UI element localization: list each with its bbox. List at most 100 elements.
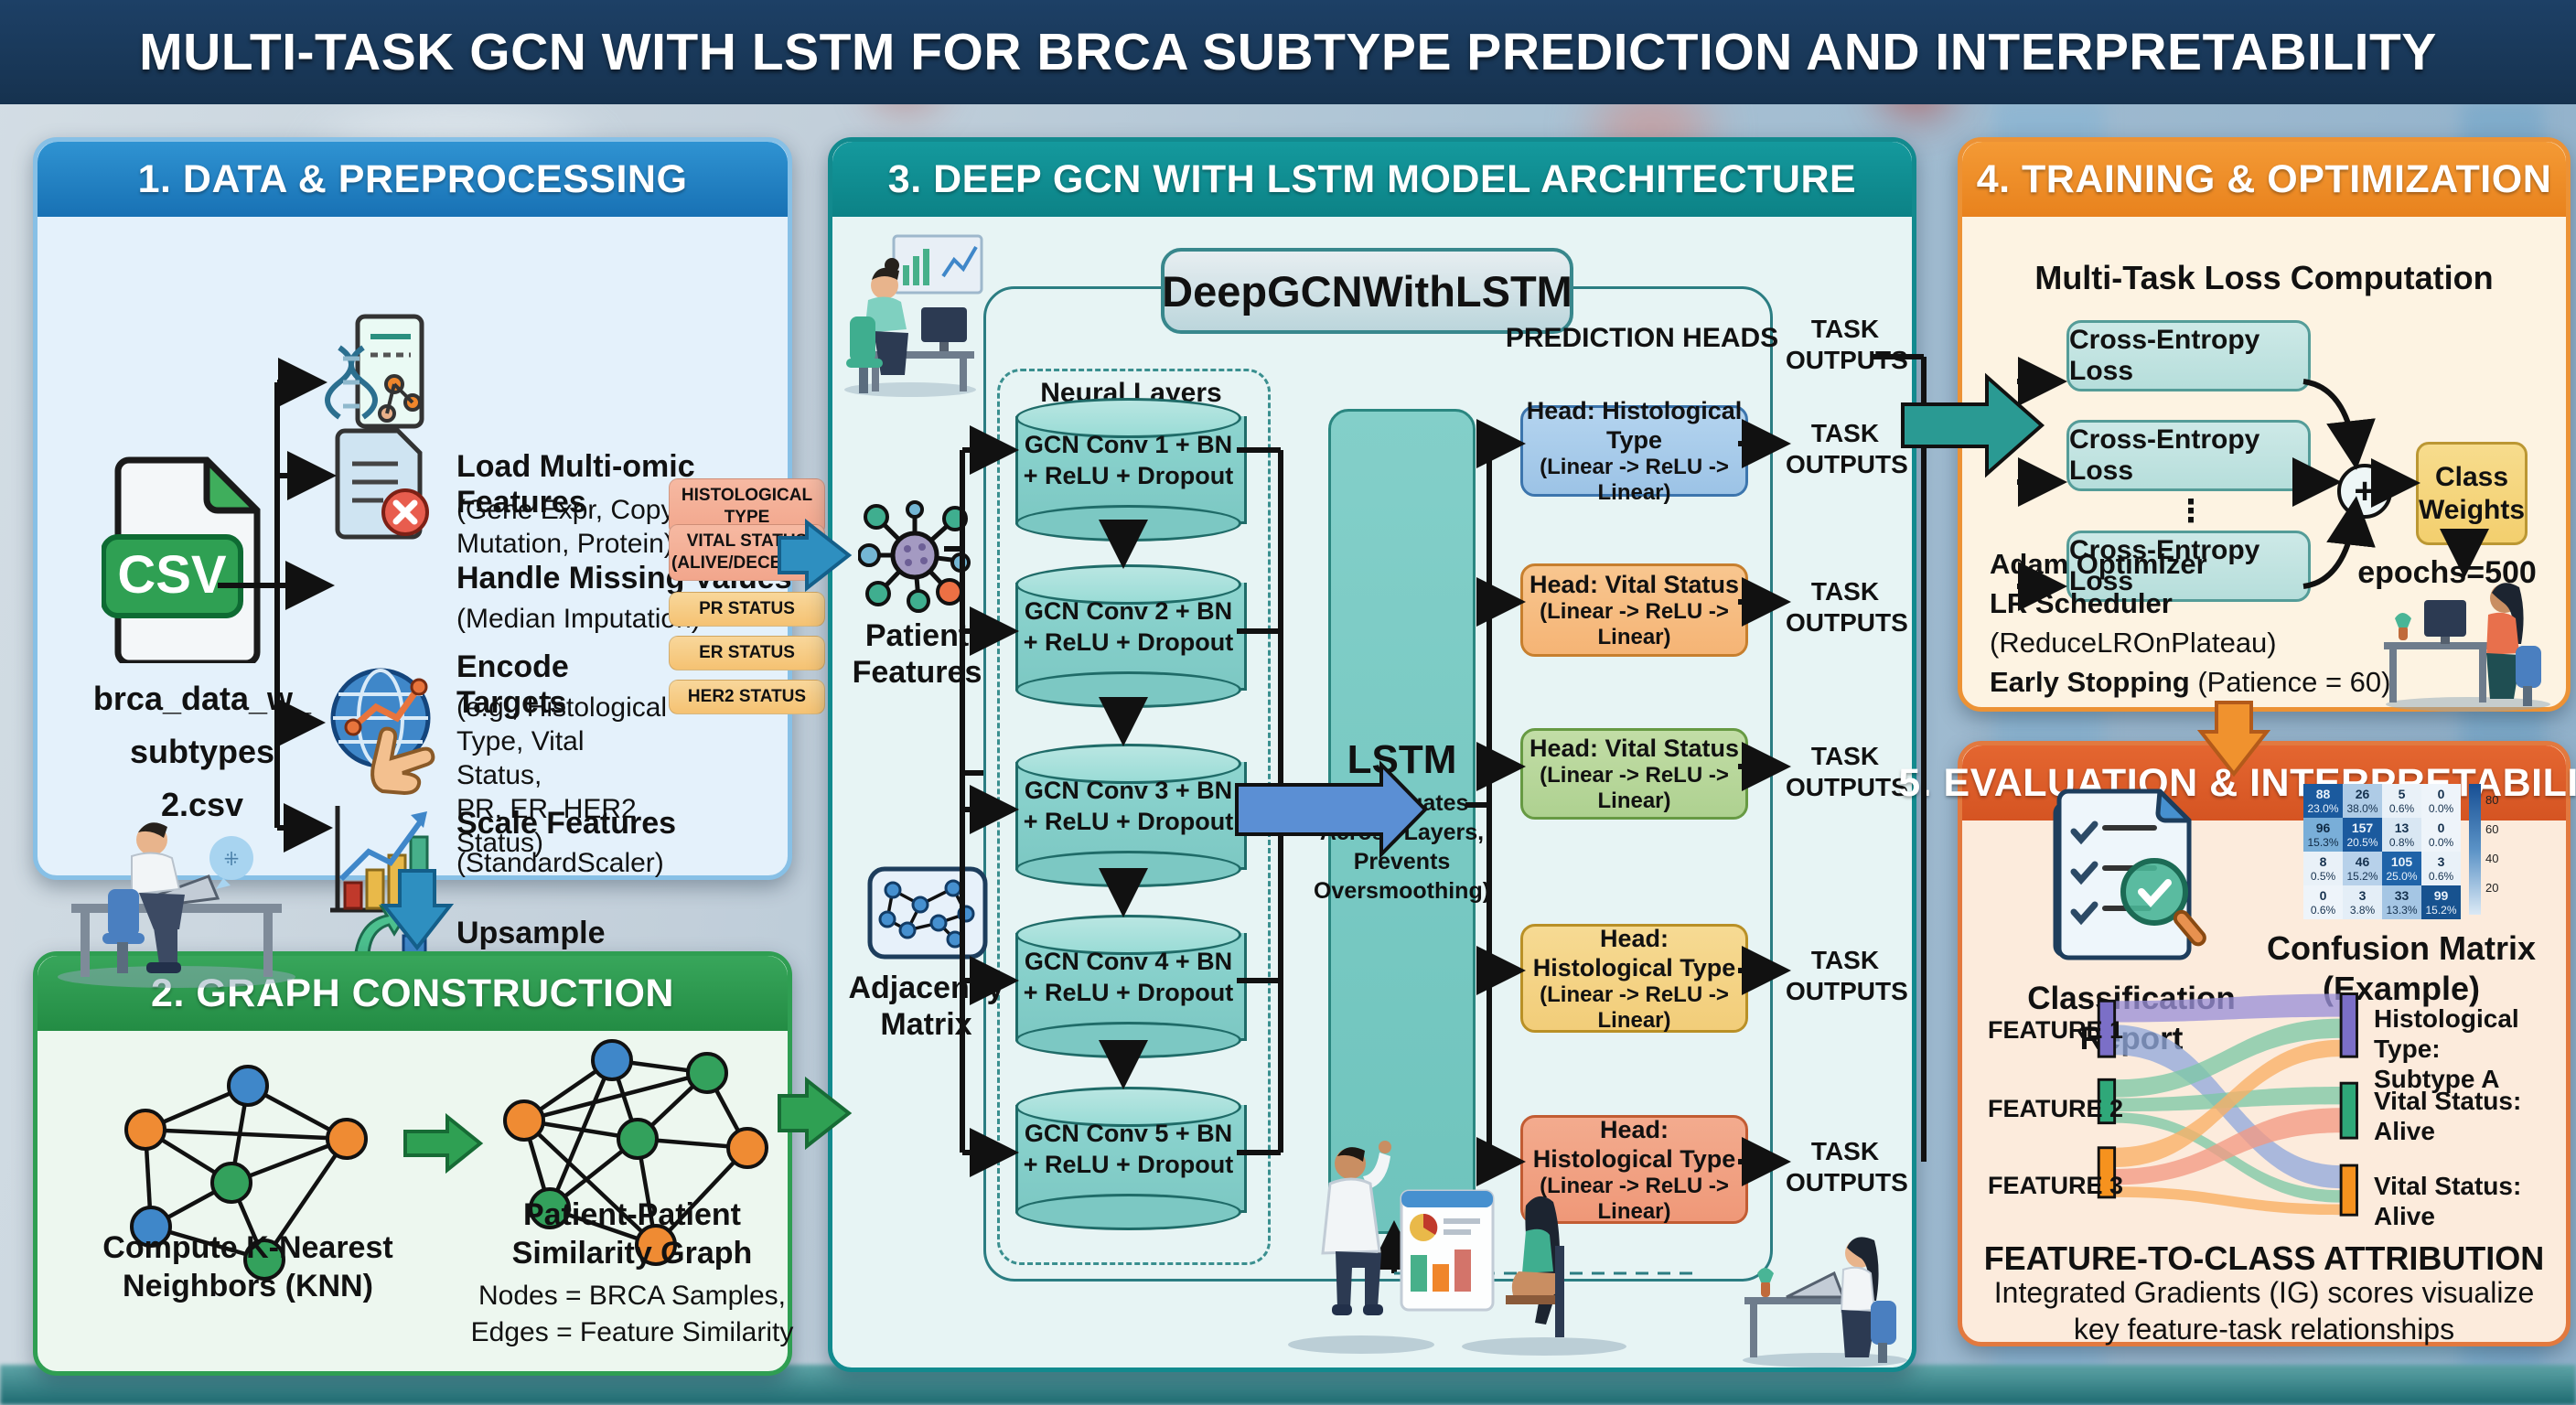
- ellipsis-dots: ⋮: [2175, 494, 2208, 529]
- gcn-conv-4: GCN Conv 4 + BN + ReLU + Dropout: [1015, 915, 1247, 1058]
- svg-text:CSV: CSV: [117, 545, 227, 605]
- badge-her2-status: HER2 STATUS: [669, 680, 825, 714]
- gcn-conv-1: GCN Conv 1 + BN + ReLU + Dropout: [1015, 398, 1247, 542]
- sankey-right-label-2: Vital Status: Alive: [2374, 1087, 2522, 1145]
- gcn-conv-2-label: GCN Conv 2 + BN + ReLU + Dropout: [1023, 597, 1234, 656]
- head-subtitle: (Linear -> ReLU -> Linear): [1540, 599, 1729, 649]
- head-subtitle: (Linear -> ReLU -> Linear): [1540, 763, 1729, 813]
- prediction-heads-label: PREDICTION HEADS: [1505, 323, 1779, 353]
- gcn-conv-5: GCN Conv 5 + BN + ReLU + Dropout: [1015, 1087, 1247, 1230]
- sankey-right-label-1: Histological Type: Subtype A: [2374, 1004, 2519, 1093]
- attribution-sankey: [2097, 992, 2358, 1217]
- panel4-title: 4. TRAINING & OPTIMIZATION: [1976, 156, 2552, 201]
- patient-features-label: Patient Features: [852, 618, 982, 690]
- task-outputs-3: TASK OUTPUTS: [1786, 742, 1908, 801]
- head-vital-status-1: Head: Vital Status (Linear -> ReLU -> Li…: [1520, 563, 1748, 657]
- optimizer-line-3: (Patience = 60): [2189, 666, 2391, 698]
- doctor-patient-illustration: [1288, 1141, 1626, 1356]
- model-name-box: DeepGCNWithLSTM: [1161, 248, 1573, 334]
- item-title: Upsample: [456, 916, 606, 950]
- optimizer-line-2-bold: LR Scheduler: [1990, 587, 2173, 619]
- svg-text:⁜: ⁜: [224, 850, 240, 870]
- colorbar-tick: 80: [2485, 793, 2499, 807]
- item-title: Encode Targets: [456, 649, 569, 720]
- adjacency-matrix-label: Adjacency Matrix: [848, 971, 1004, 1042]
- multiomic-dna-icon: [325, 314, 424, 429]
- panel-data-preprocessing: 1. DATA & PREPROCESSING CSV brca_data_w_…: [33, 137, 835, 1013]
- researcher-laptop-illustration: [1743, 1237, 1907, 1367]
- colorbar-tick: 20: [2485, 881, 2499, 895]
- item-title: Scale Features: [456, 806, 677, 841]
- lstm-subtitle: (Aggregates Across Layers, Prevents Over…: [1313, 790, 1491, 904]
- confusion-matrix-label: Confusion Matrix (Example): [2267, 929, 2536, 1007]
- head-title: Head: Vital Status: [1529, 571, 1740, 598]
- panel1-title: 1. DATA & PREPROCESSING: [137, 156, 688, 201]
- panel-evaluation-interpretability: 5. EVALUATION & INTERPRETABILITY Classif…: [1898, 741, 2576, 1346]
- model-name: DeepGCNWithLSTM: [1162, 266, 1572, 316]
- item-title: Load Multi-omic Features: [456, 449, 695, 520]
- item-subtitle: (StandardScaler): [456, 848, 664, 878]
- gcn-conv-3-label: GCN Conv 3 + BN + ReLU + Dropout: [1023, 777, 1234, 835]
- panel-training-optimization: 4. TRAINING & OPTIMIZATION Multi-Task Lo…: [1958, 137, 2571, 712]
- knn-caption: Compute K-Nearest Neighbors (KNN): [102, 1230, 393, 1303]
- classification-report-icon: [2053, 788, 2206, 960]
- csv-file-icon: CSV: [102, 456, 261, 663]
- analyst-desk-illustration: [844, 234, 983, 397]
- optimizer-line-1-bold: Adam Optimizer: [1990, 548, 2207, 580]
- panel5-header: 5. EVALUATION & INTERPRETABILITY: [1898, 745, 2576, 820]
- graph-arrow-icon: [403, 1112, 484, 1174]
- similarity-graph: [503, 1039, 768, 1266]
- task-outputs-2: TASK OUTPUTS: [1786, 577, 1908, 637]
- head-histological-type-1: Head: Histological Type (Linear -> ReLU …: [1520, 397, 1748, 505]
- lstm-block: LSTM (Aggregates Across Layers, Prevents…: [1314, 409, 1490, 1234]
- title-bar: MULTI-TASK GCN WITH LSTM FOR BRCA SUBTYP…: [0, 0, 2576, 104]
- task-outputs-header: TASK OUTPUTS: [1786, 315, 1908, 374]
- similarity-title: Patient-Patient Similarity Graph: [511, 1197, 753, 1271]
- lstm-title: LSTM: [1347, 737, 1457, 782]
- attribution-title: FEATURE-TO-CLASS ATTRIBUTION: [1983, 1239, 2545, 1277]
- loss-computation-title: Multi-Task Loss Computation: [2034, 259, 2494, 296]
- badge-vital-status: VITAL STATUS (ALIVE/DECEASED): [669, 524, 835, 581]
- head-histological-type-3: Head: Histological Type (Linear -> ReLU …: [1520, 1115, 1748, 1224]
- optimizer-line-2: (ReduceLROnPlateau): [1990, 627, 2277, 659]
- feature-1-label: FEATURE 1: [1988, 1016, 2124, 1044]
- optimizer-line-3-bold: Early Stopping: [1990, 666, 2190, 698]
- feature-2-label: FEATURE 2: [1988, 1095, 2124, 1122]
- item-subtitle: (e.g., Histological Type, Vital Status, …: [456, 692, 668, 858]
- task-outputs-1: TASK OUTPUTS: [1786, 419, 1908, 478]
- attribution-subtitle: Integrated Gradients (IG) scores visuali…: [1993, 1276, 2535, 1346]
- similarity-subtitle: Nodes = BRCA Samples, Edges = Feature Si…: [470, 1281, 794, 1347]
- panel-graph-construction: 2. GRAPH CONSTRUCTION Compute K-Nearest …: [33, 951, 793, 1376]
- confusion-matrix-colorbar: [2469, 784, 2481, 915]
- adjacency-matrix-icon: [867, 866, 988, 960]
- panel1-header: 1. DATA & PREPROCESSING: [38, 142, 788, 217]
- head-subtitle: (Linear -> ReLU -> Linear): [1540, 455, 1729, 505]
- gcn-conv-3: GCN Conv 3 + BN + ReLU + Dropout: [1015, 744, 1247, 887]
- trainer-computer-illustration: [2384, 583, 2550, 712]
- feature-3-label: FEATURE 3: [1988, 1172, 2124, 1199]
- doctor-laptop-illustration: ⁜: [58, 822, 295, 988]
- head-title: Head: Vital Status: [1529, 735, 1740, 762]
- task-outputs-5: TASK OUTPUTS: [1786, 1137, 1908, 1196]
- head-subtitle: (Linear -> ReLU -> Linear): [1540, 981, 1729, 1033]
- panel3-header: 3. DEEP GCN WITH LSTM MODEL ARCHITECTURE: [832, 142, 1912, 217]
- gcn-conv-2: GCN Conv 2 + BN + ReLU + Dropout: [1015, 564, 1247, 708]
- head-title: Head: Histological Type: [1532, 924, 1736, 981]
- gcn-conv-1-label: GCN Conv 1 + BN + ReLU + Dropout: [1023, 431, 1234, 489]
- head-title: Head: Histological Type: [1526, 397, 1743, 454]
- knn-graph: [124, 1065, 368, 1281]
- patient-features-icon: [858, 500, 971, 613]
